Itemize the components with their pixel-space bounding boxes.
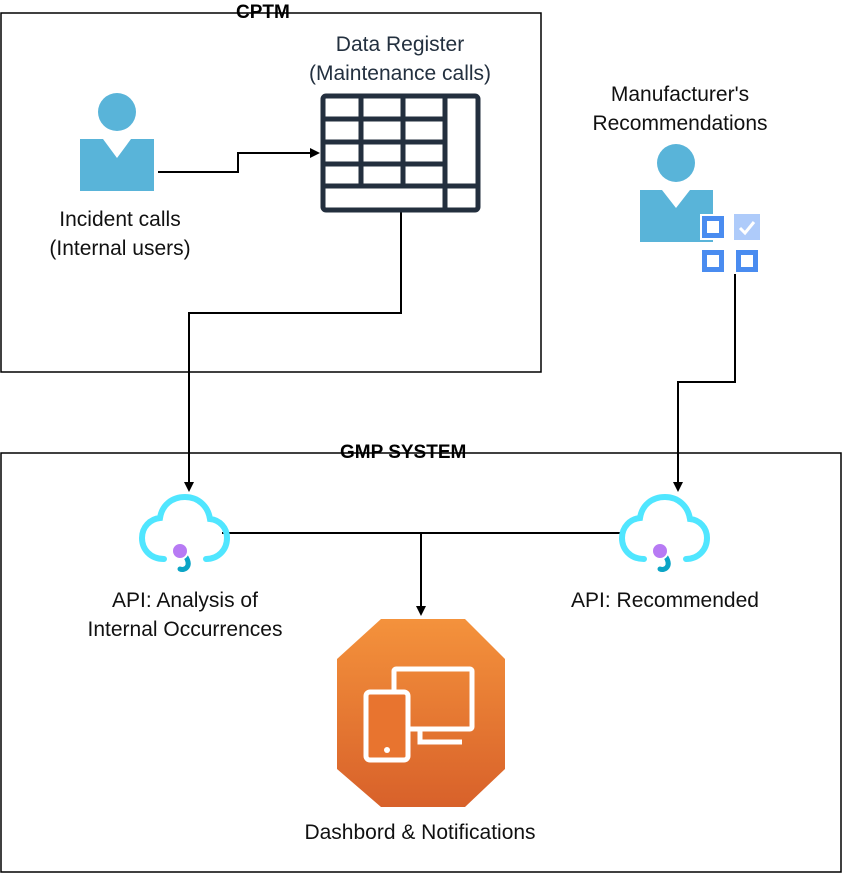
incident-user-icon (80, 93, 154, 191)
connector-register-to-api-internal (184, 210, 402, 492)
data-register-table-icon (320, 93, 481, 213)
dashboard-devices-icon (337, 619, 505, 807)
api-recommended-label: API: Recommended (545, 586, 785, 615)
connector-incident-to-register (158, 148, 320, 173)
incident-calls-label: Incident calls (Internal users) (20, 205, 220, 263)
data-register-line1: Data Register (335, 33, 465, 56)
gmp-group-box (0, 452, 842, 873)
connector-manufacturer-to-api-recommended (673, 274, 736, 492)
api-internal-label: API: Analysis of Internal Occurrences (55, 586, 315, 644)
api-internal-line2: Internal Occurrences (87, 618, 283, 641)
api-internal-cloud-icon (138, 493, 231, 572)
cptm-group-box (0, 12, 542, 373)
incident-calls-line2: (Internal users) (49, 237, 191, 260)
manufacturer-user-icon (640, 144, 713, 242)
incident-calls-line1: Incident calls (59, 208, 181, 231)
api-internal-line1: API: Analysis of (112, 589, 258, 612)
manufacturer-line1: Manufacturer's (610, 83, 750, 106)
gmp-group-title: GMP SYSTEM (340, 442, 467, 463)
data-register-line2: (Maintenance calls) (308, 62, 492, 85)
data-register-label: Data Register (Maintenance calls) (275, 30, 525, 88)
dashboard-label: Dashbord & Notifications (260, 818, 580, 847)
manufacturer-line2: Recommendations (592, 112, 768, 135)
manufacturer-label: Manufacturer's Recommendations (560, 80, 800, 138)
api-recommended-cloud-icon (618, 493, 711, 572)
api-recommended-line1: API: Recommended (571, 589, 759, 612)
checklist-grid-icon (700, 214, 760, 274)
dashboard-line1: Dashbord & Notifications (304, 821, 536, 844)
cptm-group-title: CPTM (236, 2, 290, 23)
